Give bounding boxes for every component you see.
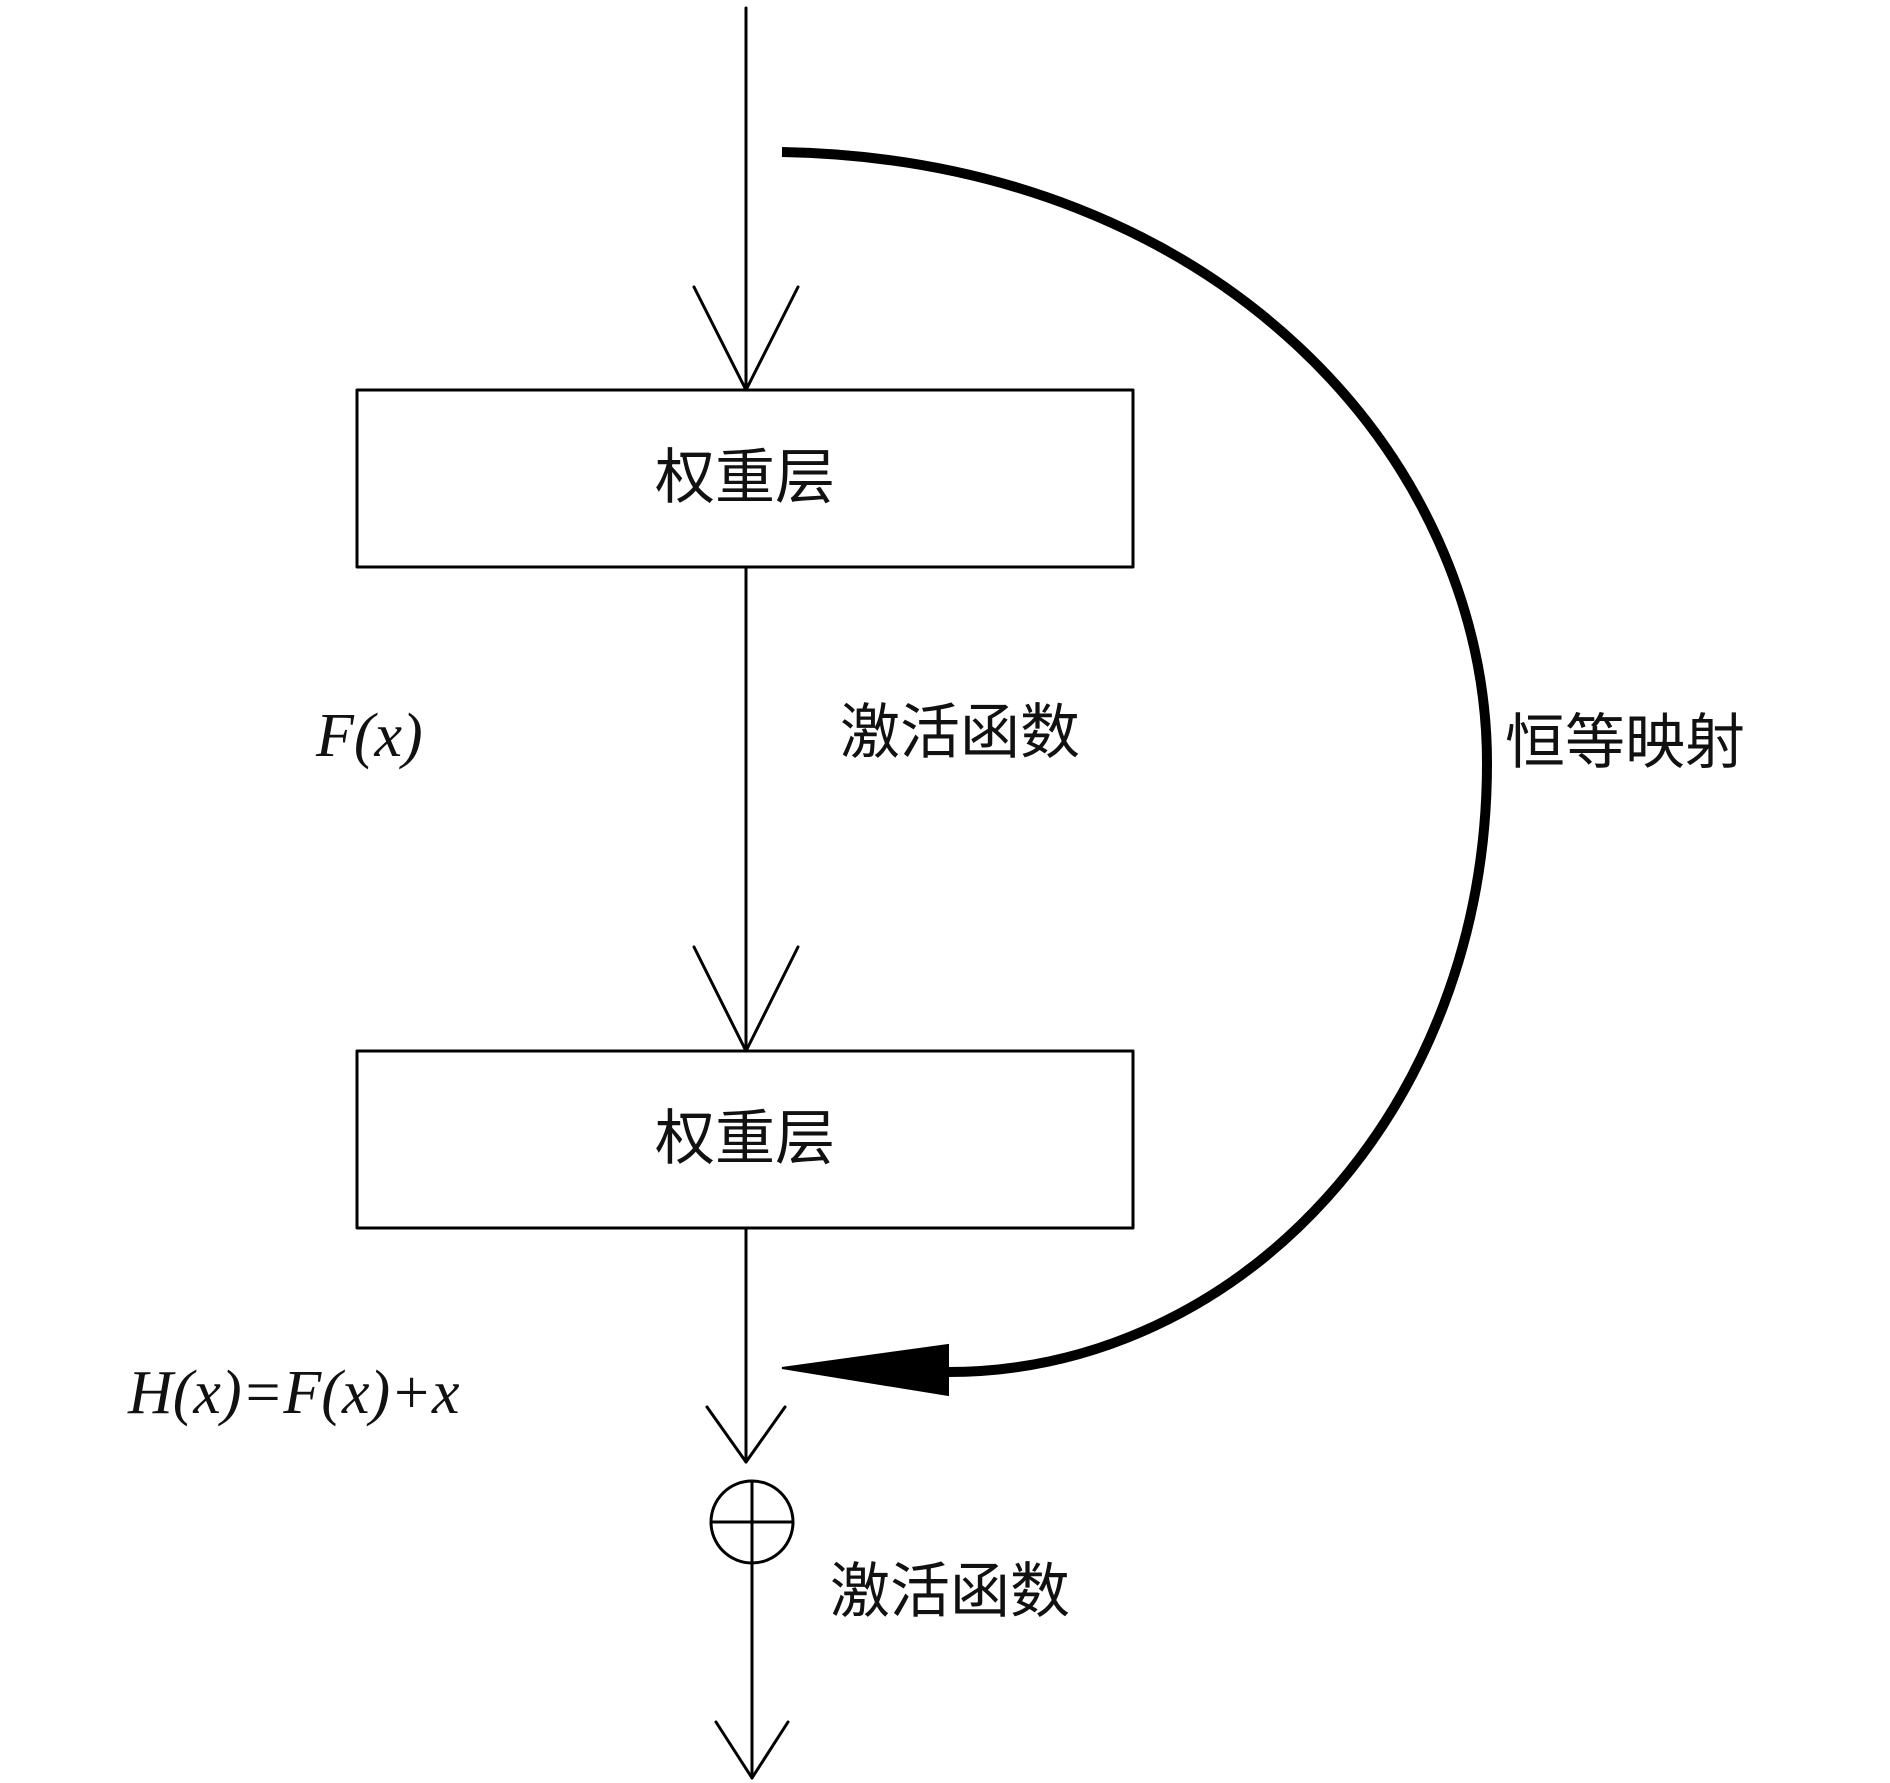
output-formula-label: H(x)=F(x)+x <box>128 1359 460 1427</box>
output-arrowhead <box>714 1720 790 1780</box>
activation-function-label-out: 激活函数 <box>830 1557 1070 1627</box>
sum-arrowhead <box>705 1405 787 1464</box>
identity-arrowhead <box>781 1343 949 1397</box>
weight-layer-1-label: 权重层 <box>655 443 835 513</box>
identity-shortcut-curve <box>781 147 1493 1377</box>
weight-layer-2-label: 权重层 <box>655 1104 835 1174</box>
residual-function-label: F(x) <box>316 702 423 770</box>
identity-mapping-label: 恒等映射 <box>1505 708 1745 778</box>
activation-function-label-mid: 激活函数 <box>840 698 1080 768</box>
